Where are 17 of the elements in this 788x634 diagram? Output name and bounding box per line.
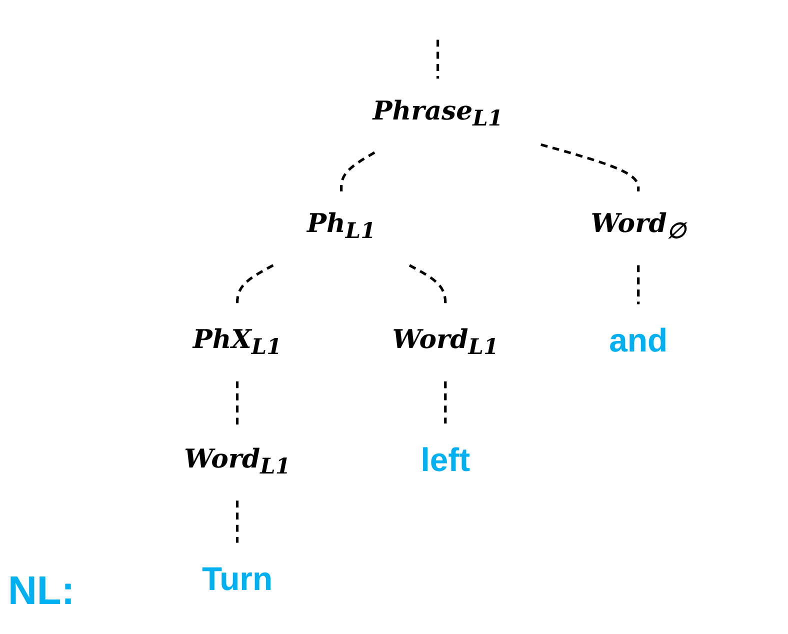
node-text: Word$_{L1}$ <box>392 324 499 360</box>
node-text: Ph$_{L1}$ <box>307 208 376 244</box>
dashed-line <box>340 151 376 192</box>
node-text: Word$_{∅}$ <box>590 208 686 244</box>
node-text: PhX$_{L1}$ <box>192 324 282 360</box>
dashed-line <box>444 381 447 424</box>
node-text: left <box>420 442 470 479</box>
node-text: Phrase$_{L1}$ <box>372 96 503 130</box>
node-text: and <box>609 323 668 360</box>
dashed-line <box>637 265 640 304</box>
dashed-line <box>540 143 640 192</box>
dashed-line <box>236 381 239 427</box>
node-text: Word$_{L1}$ <box>184 444 290 479</box>
node-text: Turn <box>202 562 273 598</box>
row-label: NL: <box>8 569 75 613</box>
dashed-line <box>436 40 440 79</box>
dashed-line <box>236 500 239 543</box>
